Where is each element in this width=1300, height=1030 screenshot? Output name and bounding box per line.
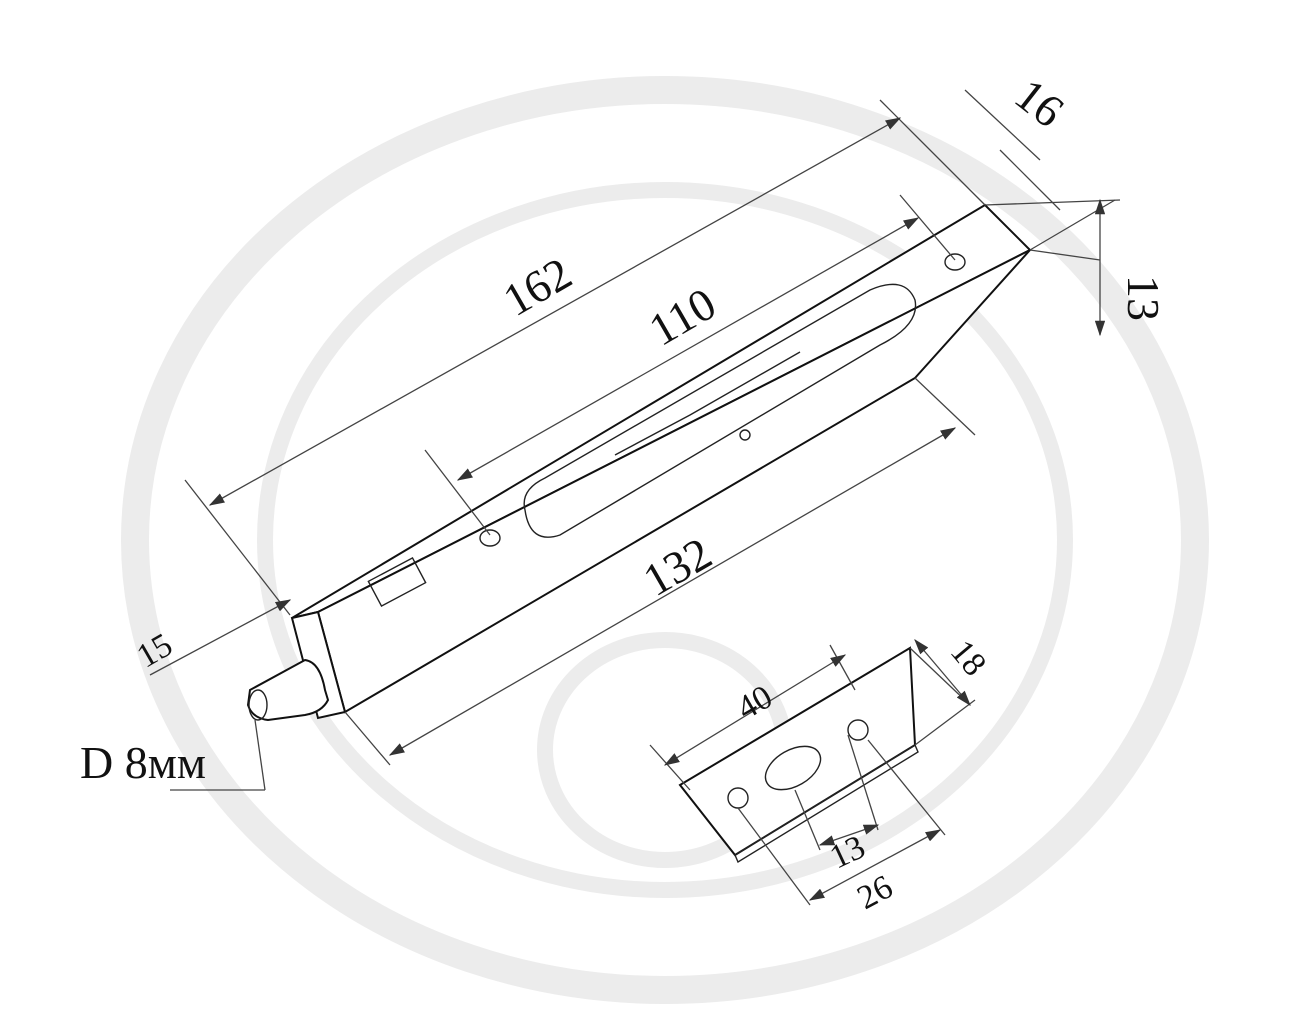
- dim-hole-spacing: 110: [640, 278, 724, 356]
- dim-strike-width: 18: [943, 633, 993, 683]
- dim-body-length: 132: [635, 527, 720, 606]
- dim-strike-hole-spacing: 26: [851, 868, 898, 917]
- dim-height: 13: [1118, 275, 1169, 321]
- dim-width: 16: [1006, 69, 1074, 138]
- watermark-logo: [121, 76, 1209, 1004]
- pin-end: [248, 689, 268, 721]
- screw-hole: [944, 253, 966, 271]
- bolt-pin: [246, 658, 330, 722]
- dim-overall-length: 162: [495, 247, 580, 326]
- dim-pin-diameter: D 8мм: [80, 737, 206, 788]
